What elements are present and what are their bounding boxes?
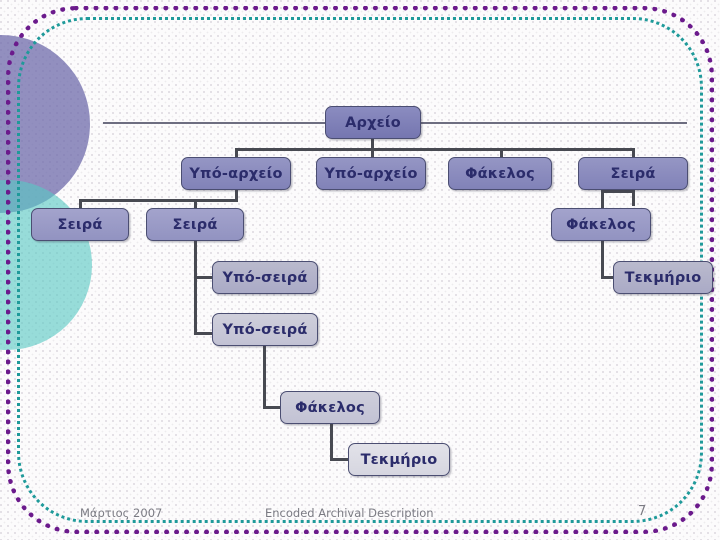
connector-item-bot-in xyxy=(330,458,351,461)
diagram-node-label: Σειρά xyxy=(610,165,656,182)
diagram-node-label: Υπό-σειρά xyxy=(222,321,308,338)
connector-series-left2-up xyxy=(194,199,197,209)
connector-file-top-up xyxy=(500,148,503,159)
connector-series2-trunk xyxy=(194,241,197,335)
connector-series-left1-up xyxy=(79,199,82,209)
connector-subfonds1-up xyxy=(235,148,238,159)
diagram-node-label: Φάκελος xyxy=(566,216,636,233)
diagram-node-label: Σειρά xyxy=(172,216,218,233)
diagram-node-yposeira-2: Υπό-σειρά xyxy=(212,313,318,346)
diagram-node-label: Φάκελος xyxy=(295,399,365,416)
diagram-node-label: Αρχείο xyxy=(345,114,401,131)
connector-subseries2-in xyxy=(194,332,215,335)
diagram-node-label: Τεκμήριο xyxy=(624,269,702,286)
diagram-node-fakelos-bot: Φάκελος xyxy=(280,391,380,424)
connector-series-right-down xyxy=(632,190,635,206)
connector-subfonds2-up xyxy=(371,148,374,159)
connector-level2-bus xyxy=(236,148,634,151)
connector-file-right-up xyxy=(601,190,604,209)
diagram-node-yposeira-1: Υπό-σειρά xyxy=(212,261,318,294)
footer-page-number: 7 xyxy=(638,504,647,519)
connector-subseries2-down xyxy=(263,346,266,406)
connector-subseries1-in xyxy=(194,276,215,279)
connector-series-right-up xyxy=(632,148,635,159)
diagram-node-ypoarxeio-2: Υπό-αρχείο xyxy=(316,157,426,190)
connector-series-bus xyxy=(79,199,238,202)
diagram-node-label: Φάκελος xyxy=(465,165,535,182)
diagram-node-fakelos-right: Φάκελος xyxy=(551,208,651,241)
diagram-node-label: Υπό-σειρά xyxy=(222,269,308,286)
diagram-node-ypoarxeio-1: Υπό-αρχείο xyxy=(181,157,291,190)
diagram-node-fakelos-top: Φάκελος xyxy=(448,157,552,190)
diagram-node-seira-left-2: Σειρά xyxy=(146,208,244,241)
connector-file-bot-in xyxy=(263,406,283,409)
connector-file-bot-down xyxy=(330,424,333,458)
diagram-node-tekmirio-bot: Τεκμήριο xyxy=(348,443,450,476)
diagram-node-label: Σειρά xyxy=(57,216,103,233)
diagram-node-label: Υπό-αρχείο xyxy=(189,165,283,182)
diagram-node-seira-right: Σειρά xyxy=(578,157,688,190)
diagram-node-label: Τεκμήριο xyxy=(360,451,438,468)
connector-subfonds1-down xyxy=(235,190,238,201)
connector-file-right-top xyxy=(601,190,635,193)
diagram-node-arxeio: Αρχείο xyxy=(325,106,421,139)
footer-subtitle: Encoded Archival Description xyxy=(265,506,434,520)
connector-archive-down xyxy=(371,139,374,151)
diagram-node-tekmirio-right: Τεκμήριο xyxy=(613,261,713,294)
connector-file-right-down xyxy=(601,241,604,276)
connector-item-right-in xyxy=(601,276,616,279)
footer-date: Μάρτιος 2007 xyxy=(80,506,163,520)
diagram-node-seira-left-1: Σειρά xyxy=(31,208,129,241)
diagram-node-label: Υπό-αρχείο xyxy=(324,165,418,182)
